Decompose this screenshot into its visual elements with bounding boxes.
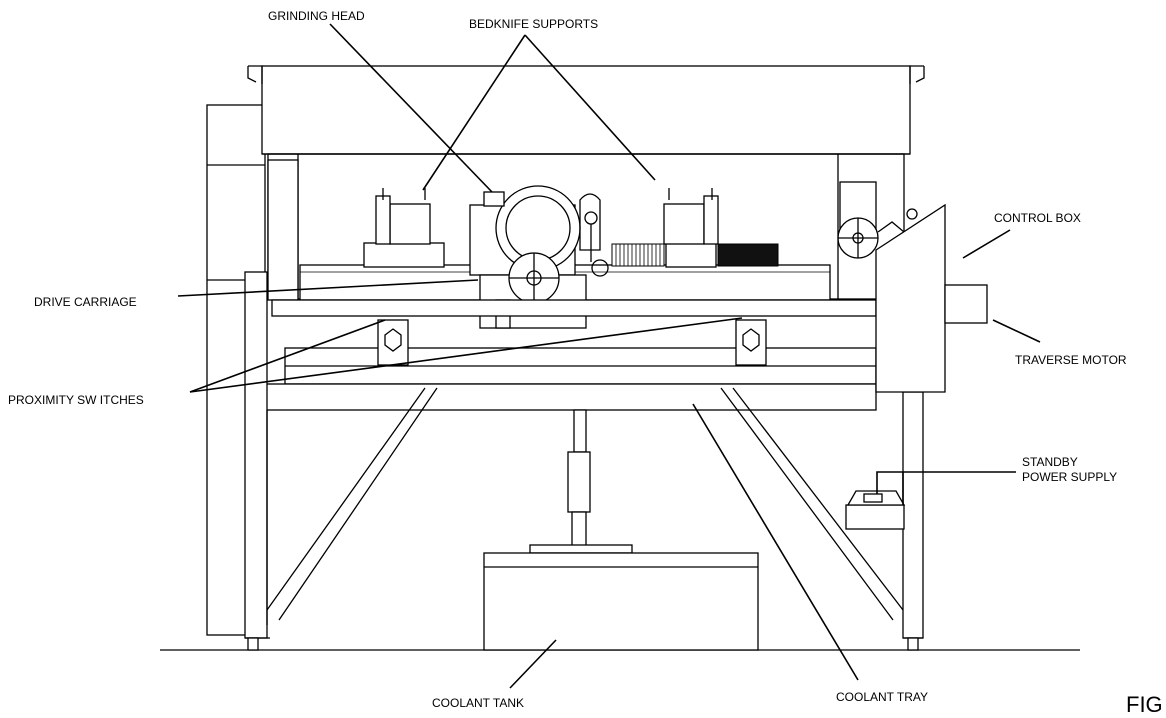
grinding-head [469, 185, 609, 277]
proximity-switch-right [735, 319, 767, 366]
figure-label-fragment: FIG [1126, 692, 1163, 717]
leader-lines [177, 23, 1041, 689]
frame-table [264, 299, 877, 411]
label-control-box: CONTROL BOX [994, 211, 1081, 225]
standby-power-supply [845, 490, 906, 530]
label-standby-line1: STANDBY [1022, 455, 1078, 469]
bedknife-support-left [363, 188, 445, 268]
label-drive-carriage: DRIVE CARRIAGE [34, 295, 137, 309]
label-traverse-motor: TRAVERSE MOTOR [1015, 353, 1127, 367]
control-box-shape [875, 203, 988, 393]
label-grinding-head: GRINDING HEAD [268, 9, 365, 23]
reel-comb-hatch [611, 243, 665, 267]
label-coolant-tank: COOLANT TANK [432, 696, 525, 710]
diagonal-braces [266, 387, 904, 621]
proximity-switch-left [377, 319, 409, 366]
coolant-tank-shape [483, 552, 759, 651]
right-leg [902, 391, 924, 651]
label-proximity-switches: PROXIMITY SW ITCHES [8, 393, 144, 407]
label-standby-line2: POWER SUPPLY [1022, 470, 1118, 484]
reel-comb-solid [717, 243, 779, 267]
coolant-column [529, 409, 633, 554]
left-leg [244, 271, 270, 651]
label-bedknife-supports: BEDKNIFE SUPPORTS [469, 17, 599, 31]
hood [247, 65, 925, 155]
label-coolant-tray: COOLANT TRAY [836, 690, 929, 704]
bedknife-support-right [663, 188, 719, 268]
right-handwheel [837, 181, 879, 259]
